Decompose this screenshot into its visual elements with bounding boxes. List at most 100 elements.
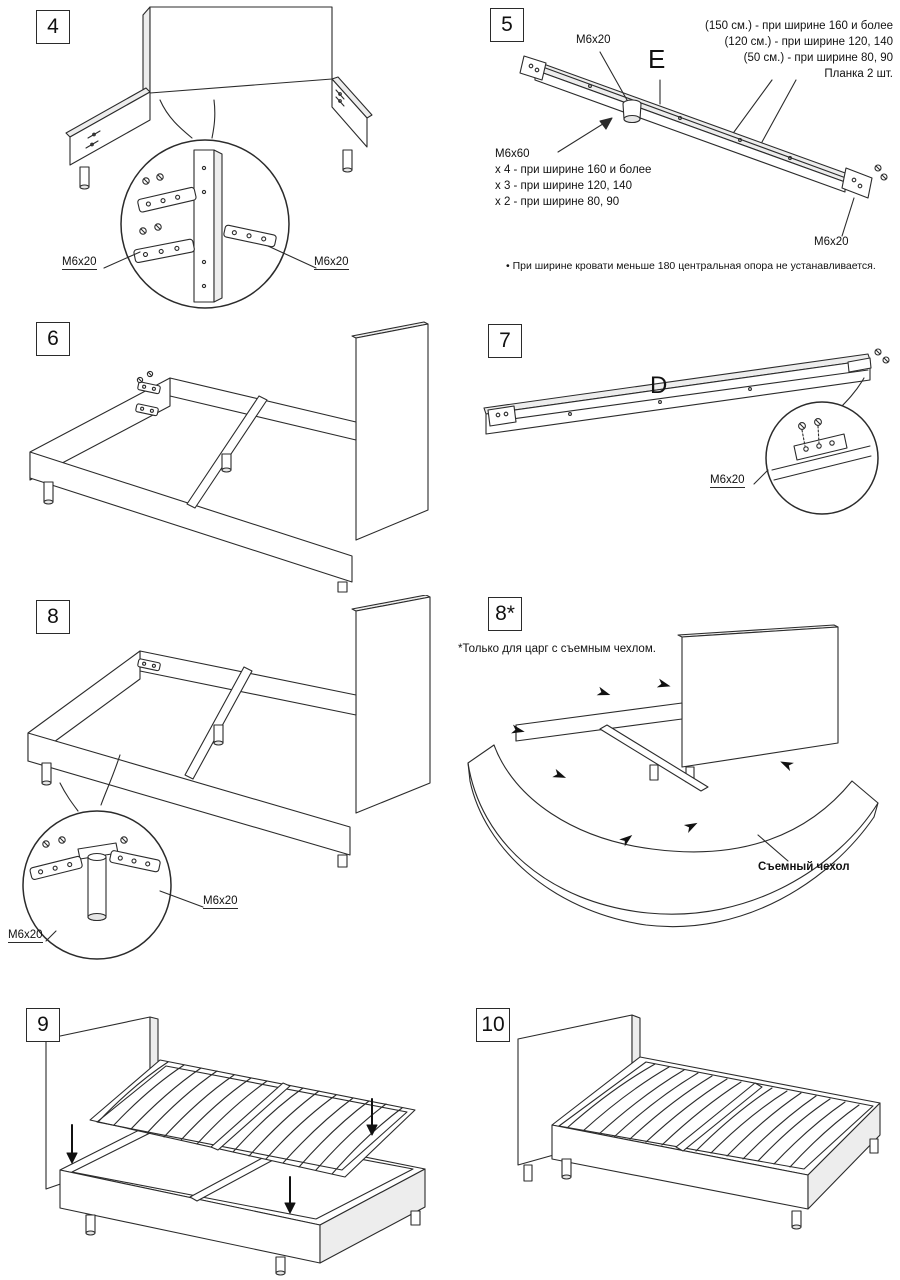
center-rail-drawing — [186, 395, 268, 509]
step-7-panel: 7 — [450, 318, 900, 595]
label-leader-line — [159, 890, 204, 908]
bolt-count-line: x 4 - при ширине 160 и более — [495, 164, 652, 176]
step-8-bolt-label-right: M6x20 — [203, 895, 238, 909]
lower-bracket-screws — [139, 223, 162, 235]
front-right-leg — [337, 581, 348, 593]
fit-arrows — [511, 678, 794, 847]
label-leader-line — [757, 834, 789, 862]
step-5-part-letter: E — [648, 44, 666, 74]
label-leader-line — [599, 51, 628, 101]
center-rail-drawing — [184, 666, 253, 780]
placement-arrows — [66, 1098, 378, 1214]
corner-bracket-detail — [135, 403, 159, 417]
side-bracket-detail — [223, 224, 277, 248]
step-10-illustration — [517, 1014, 881, 1230]
step-5-illustration — [519, 51, 888, 237]
step-7-number: 7 — [499, 329, 511, 352]
left-bracket-detail — [29, 855, 83, 880]
back-rail-drawing — [515, 702, 683, 742]
step-7-part-letter: D — [650, 372, 668, 399]
label-leader-line — [267, 245, 317, 269]
step-6-number: 6 — [47, 327, 59, 350]
front-rail-drawing — [27, 732, 351, 856]
step-8-bolt-label-left: M6x20 — [8, 929, 43, 943]
step-8-number: 8 — [47, 605, 59, 628]
bolt-count-line: x 2 - при ширине 80, 90 — [495, 196, 620, 208]
bolt-spec-label: M6x60 — [495, 148, 530, 160]
step-7-number-box: 7 — [488, 324, 522, 358]
front-rail-drawing — [29, 451, 353, 583]
step-4-bolt-label-left: M6x20 — [62, 256, 97, 270]
label-leader-line — [45, 930, 57, 942]
step-5-width-options: (150 см.) - при ширине 160 и более (120 … — [653, 18, 893, 82]
step-9-illustration — [45, 1016, 426, 1276]
center-rail-drawing — [599, 724, 709, 792]
label-leader-line — [841, 197, 855, 237]
step-9-number-box: 9 — [26, 1008, 60, 1042]
label-leader-line — [733, 79, 773, 133]
bracket-closeup-detail — [771, 418, 872, 481]
magnifier-leader-line — [211, 99, 216, 139]
front-right-leg — [337, 854, 348, 868]
back-rail-drawing — [139, 650, 357, 716]
removable-cover-drawing — [467, 744, 879, 928]
step-10-number: 10 — [481, 1013, 505, 1036]
width-option-line: Планка 2 шт. — [824, 68, 893, 80]
removable-cover-label: Съемный чехол — [758, 861, 850, 873]
step-10-panel: 10 — [450, 1005, 900, 1280]
width-option-line: (150 см.) - при ширине 160 и более — [705, 20, 893, 32]
step-6-number-box: 6 — [36, 322, 70, 356]
slat-base-drawing — [89, 1059, 416, 1178]
step-9-panel: 9 — [0, 1005, 450, 1280]
label-leader-line — [761, 79, 797, 143]
rail-end-plate-left — [487, 405, 517, 427]
step-9-number: 9 — [37, 1013, 49, 1036]
upper-bracket-screws — [142, 173, 164, 185]
headboard-drawing — [677, 624, 839, 783]
step-8-panel: 8 — [0, 595, 450, 1005]
step-5-bolt-counts: M6x60 x 4 - при ширине 160 и более x 3 -… — [495, 146, 651, 210]
back-rail-drawing — [169, 377, 357, 441]
step-5-number-box: 5 — [490, 8, 524, 42]
right-side-rail-drawing — [331, 76, 373, 173]
magnifier-leader-line — [100, 754, 121, 806]
step-7-bolt-label: M6x20 — [710, 474, 745, 488]
center-leg-closeup — [77, 842, 119, 922]
central-support-leg-drawing — [622, 99, 642, 124]
front-left-leg — [43, 481, 54, 505]
step-5-note: • При ширине кровати меньше 180 централь… — [506, 260, 876, 272]
plank-end-plate-left — [519, 55, 547, 81]
label-leader-line — [103, 251, 141, 269]
width-option-line: (120 см.) - при ширине 120, 140 — [724, 36, 893, 48]
step-10-number-box: 10 — [476, 1008, 510, 1042]
headboard-drawing — [142, 6, 333, 100]
width-option-line: (50 см.) - при ширине 80, 90 — [743, 52, 893, 64]
bracket-screws — [42, 836, 128, 848]
step-6-illustration — [29, 321, 429, 593]
step-8a-note: *Только для царг с съемным чехлом. — [458, 643, 656, 655]
step-4-number: 4 — [47, 15, 59, 38]
step-5-number: 5 — [501, 13, 513, 36]
corner-bracket-detail — [137, 381, 161, 395]
headboard-drawing — [351, 321, 429, 541]
step-8a-panel: 8* — [450, 595, 900, 1005]
step-5-bolt-label-bottom: M6x20 — [814, 236, 849, 248]
step-8a-illustration — [467, 624, 879, 928]
corner-post-detail — [193, 149, 223, 303]
upper-bracket-detail — [137, 186, 197, 213]
corner-bracket-detail — [137, 658, 161, 672]
headboard-drawing — [351, 595, 431, 814]
center-plank-drawing — [534, 61, 849, 193]
lower-bracket-detail — [133, 238, 195, 264]
plank-end-plate-right — [841, 164, 888, 199]
step-4-number-box: 4 — [36, 10, 70, 44]
left-side-rail-drawing — [65, 87, 151, 190]
step-8a-number: 8* — [495, 602, 515, 625]
step-4-panel: 4 — [0, 0, 450, 320]
storage-box-drawing — [59, 1116, 426, 1276]
step-8-number-box: 8 — [36, 600, 70, 634]
slat-base-drawing — [566, 1063, 860, 1168]
step-8-illustration — [22, 595, 431, 960]
magnifier-leader-line — [159, 99, 193, 139]
